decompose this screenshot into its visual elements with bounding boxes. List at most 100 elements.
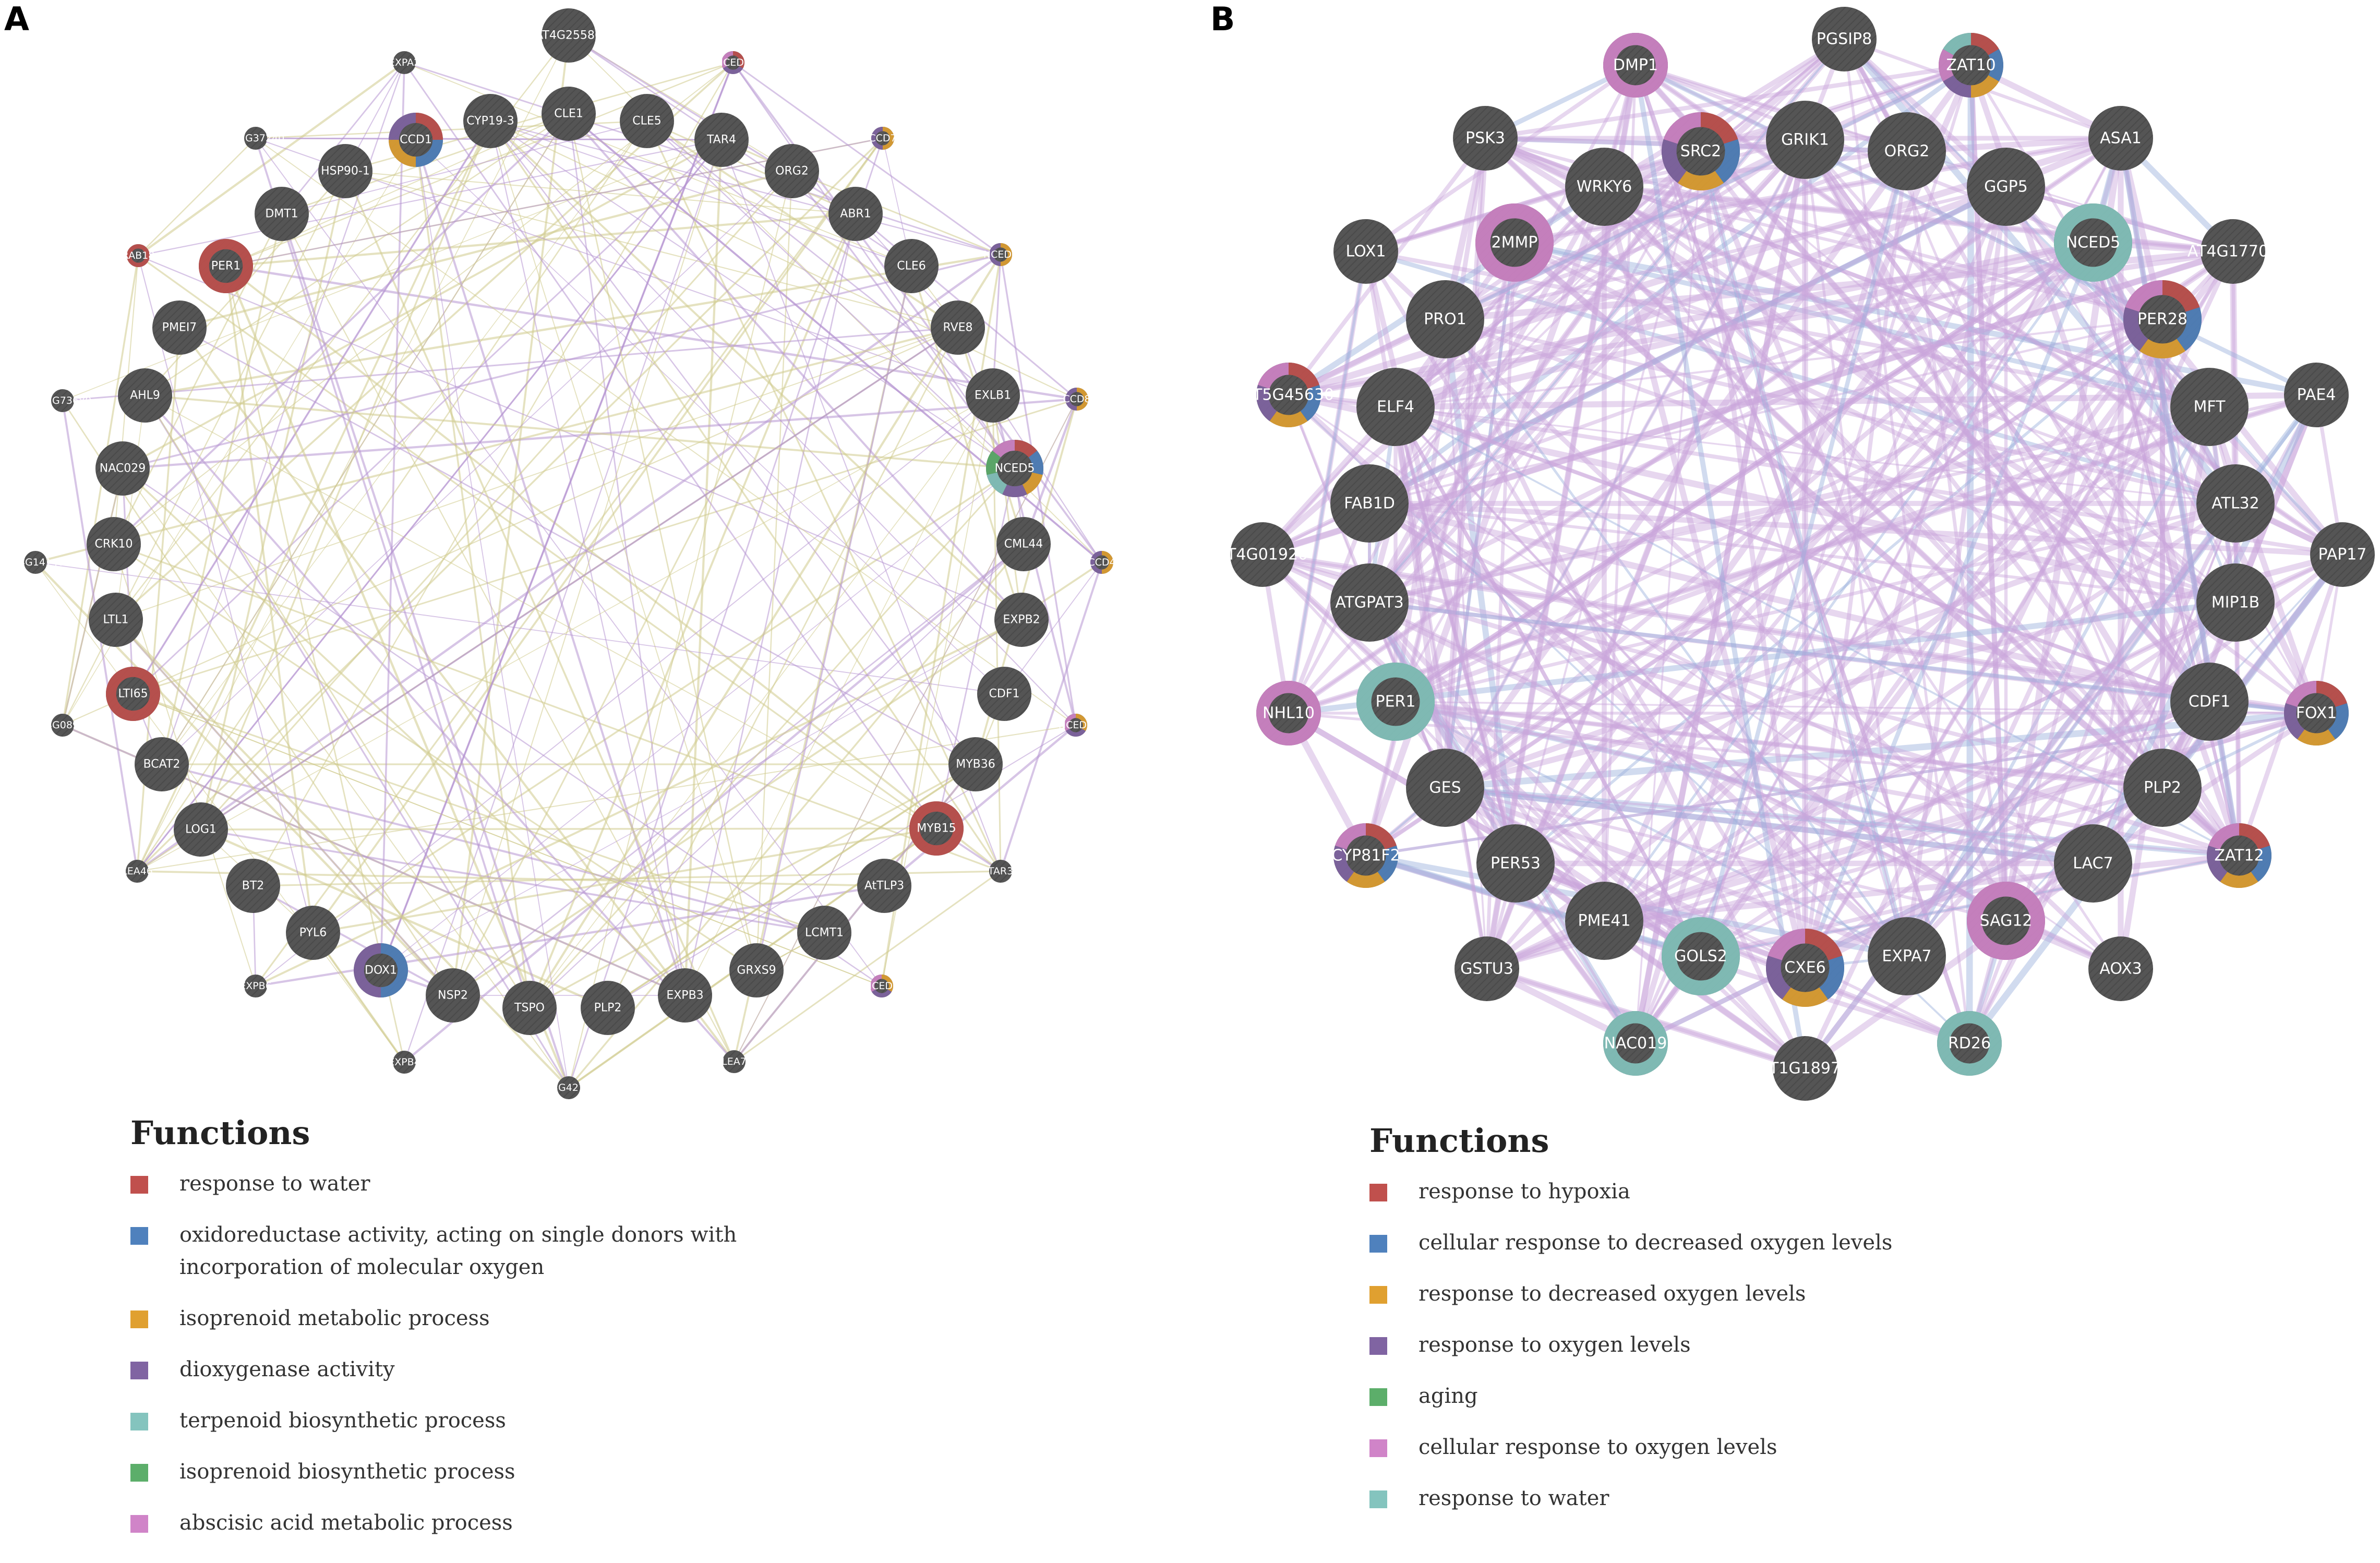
node-crk10[interactable]: CRK10 (87, 517, 141, 571)
node-ccd8[interactable]: CCD8 (1063, 388, 1091, 411)
node-bt2[interactable]: BT2 (226, 859, 280, 913)
node-tar4[interactable]: TAR4 (694, 113, 749, 167)
node-mip1b[interactable]: MIP1B (2196, 563, 2275, 642)
node-tar3[interactable]: TAR3 (988, 860, 1013, 883)
node-cle5[interactable]: CLE5 (620, 94, 674, 148)
node-bcat2[interactable]: BCAT2 (135, 737, 189, 791)
node-log1[interactable]: LOG1 (174, 802, 228, 857)
node-pgsip8[interactable]: PGSIP8 (1812, 7, 1877, 71)
node-cyp19-3[interactable]: CYP19-3 (463, 94, 518, 148)
node-nced9[interactable]: NCED9 (1059, 714, 1093, 737)
node-wrky6[interactable]: WRKY6 (1565, 148, 1643, 226)
node-nced2[interactable]: NCED2 (983, 243, 1018, 266)
node-abr1[interactable]: ABR1 (828, 187, 883, 241)
node-org2[interactable]: ORG2 (1868, 112, 1946, 190)
node-src2[interactable]: SRC2 (1661, 112, 1740, 191)
node-ltl1[interactable]: LTL1 (89, 593, 143, 647)
node-lti65[interactable]: LTI65 (105, 667, 160, 722)
node-grxs9[interactable]: GRXS9 (729, 943, 784, 997)
node-at4g08990[interactable]: AT4G08990 (34, 714, 91, 737)
node-cle1[interactable]: CLE1 (542, 87, 596, 141)
node-sag12[interactable]: SAG12 (1966, 882, 2045, 960)
node-cyp81f2[interactable]: CYP81F2 (1331, 823, 1400, 888)
node-ggp5[interactable]: GGP5 (1967, 148, 2045, 226)
node-cml44[interactable]: CML44 (996, 517, 1051, 571)
node-ccd4[interactable]: CCD4 (1088, 551, 1116, 574)
node-nced5[interactable]: NCED5 (986, 440, 1044, 497)
node-cle6[interactable]: CLE6 (884, 239, 939, 293)
node-lox1[interactable]: LOX1 (1333, 219, 1398, 284)
node-per28[interactable]: PER28 (2123, 280, 2202, 359)
node-nced6[interactable]: NCED6 (864, 975, 899, 998)
node-ges[interactable]: GES (1406, 749, 1484, 827)
node-lea7[interactable]: LEA7 (722, 1050, 747, 1073)
node-gols2[interactable]: GOLS2 (1661, 917, 1740, 995)
node-atgpat3[interactable]: ATGPAT3 (1330, 563, 1409, 642)
node-elf4[interactable]: ELF4 (1356, 368, 1435, 446)
node-grik1[interactable]: GRIK1 (1766, 101, 1844, 179)
node-ccd1[interactable]: CCD1 (389, 113, 443, 167)
node-lcmt1[interactable]: LCMT1 (797, 906, 851, 960)
node-rab18[interactable]: RAB18 (122, 244, 155, 267)
node-at5g42760[interactable]: AT5G42760 (540, 1076, 597, 1099)
node-at2g37240[interactable]: AT2G37240 (227, 127, 284, 150)
node-at5g45630[interactable]: AT5G45630 (1243, 363, 1334, 428)
node-hsp90-1[interactable]: HSP90-1 (318, 144, 372, 198)
node-per1[interactable]: PER1 (198, 239, 253, 294)
node-fox1[interactable]: FOX1 (2284, 681, 2349, 746)
node-cdf1[interactable]: CDF1 (2170, 663, 2249, 741)
node-at1g18970[interactable]: AT1G18970 (1760, 1036, 1850, 1101)
node-nced3[interactable]: NCED3 (716, 51, 750, 75)
node-gstu3[interactable]: GSTU3 (1455, 936, 1519, 1001)
node-expa2[interactable]: EXPA2 (389, 51, 420, 74)
node-at4g01920[interactable]: AT4G01920 (1217, 522, 1308, 587)
node-pmei7[interactable]: PMEI7 (152, 300, 207, 355)
node-at4g14140[interactable]: AT4G14140 (7, 551, 64, 574)
node-plp2[interactable]: PLP2 (581, 981, 635, 1035)
node-nhl10[interactable]: NHL10 (1256, 681, 1321, 746)
node-per53[interactable]: PER53 (1476, 824, 1555, 903)
node-dox1[interactable]: DOX1 (354, 943, 408, 997)
node-lac7[interactable]: LAC7 (2054, 824, 2132, 903)
node-nced5[interactable]: NCED5 (2053, 203, 2132, 282)
node-mft[interactable]: MFT (2170, 368, 2249, 446)
node-exlb1[interactable]: EXLB1 (966, 368, 1020, 423)
node-cdf1[interactable]: CDF1 (977, 667, 1031, 721)
node-rve8[interactable]: RVE8 (931, 300, 985, 355)
node-plp2[interactable]: PLP2 (2123, 749, 2202, 827)
node-at1g73680[interactable]: AT1G73680 (34, 389, 91, 412)
node-attlp3[interactable]: AtTLP3 (857, 859, 911, 913)
node-expb3[interactable]: EXPB3 (658, 968, 712, 1023)
node-ahl9[interactable]: AHL9 (118, 368, 172, 423)
node-zat12[interactable]: ZAT12 (2207, 823, 2271, 888)
node-dmp1[interactable]: DMP1 (1603, 33, 1668, 98)
node-expb2[interactable]: EXPB2 (994, 593, 1049, 647)
node-nac019[interactable]: NAC019 (1603, 1011, 1668, 1076)
node-pyl6[interactable]: PYL6 (286, 906, 340, 960)
node-aox3[interactable]: AOX3 (2088, 936, 2153, 1001)
node-pro1[interactable]: PRO1 (1406, 280, 1484, 358)
node-2mmp[interactable]: 2MMP (1475, 203, 1554, 282)
node-pap17[interactable]: PAP17 (2310, 522, 2375, 587)
node-asa1[interactable]: ASA1 (2088, 106, 2153, 171)
node-expb6[interactable]: EXPB6 (239, 975, 272, 997)
node-at4g25580[interactable]: AT4G25580 (535, 8, 602, 63)
node-myb15[interactable]: MYB15 (909, 801, 964, 856)
node-pae4[interactable]: PAE4 (2284, 363, 2349, 427)
node-myb36[interactable]: MYB36 (948, 737, 1003, 791)
node-expa7[interactable]: EXPA7 (1868, 917, 1946, 995)
node-org2[interactable]: ORG2 (765, 144, 819, 198)
node-dmt1[interactable]: DMT1 (255, 187, 309, 241)
node-pme41[interactable]: PME41 (1565, 882, 1643, 960)
node-psk3[interactable]: PSK3 (1453, 106, 1518, 171)
node-rd26[interactable]: RD26 (1937, 1011, 2002, 1076)
node-at4g17700[interactable]: AT4G17700 (2187, 219, 2278, 284)
node-tspo[interactable]: TSPO (502, 981, 557, 1035)
node-atl32[interactable]: ATL32 (2196, 464, 2275, 543)
node-fab1d[interactable]: FAB1D (1330, 464, 1409, 543)
node-nac029[interactable]: NAC029 (95, 441, 150, 496)
node-ccd7[interactable]: CCD7 (869, 127, 897, 150)
node-per1[interactable]: PER1 (1356, 663, 1435, 741)
node-cxe6[interactable]: CXE6 (1766, 929, 1844, 1007)
node-nsp2[interactable]: NSP2 (426, 968, 480, 1023)
